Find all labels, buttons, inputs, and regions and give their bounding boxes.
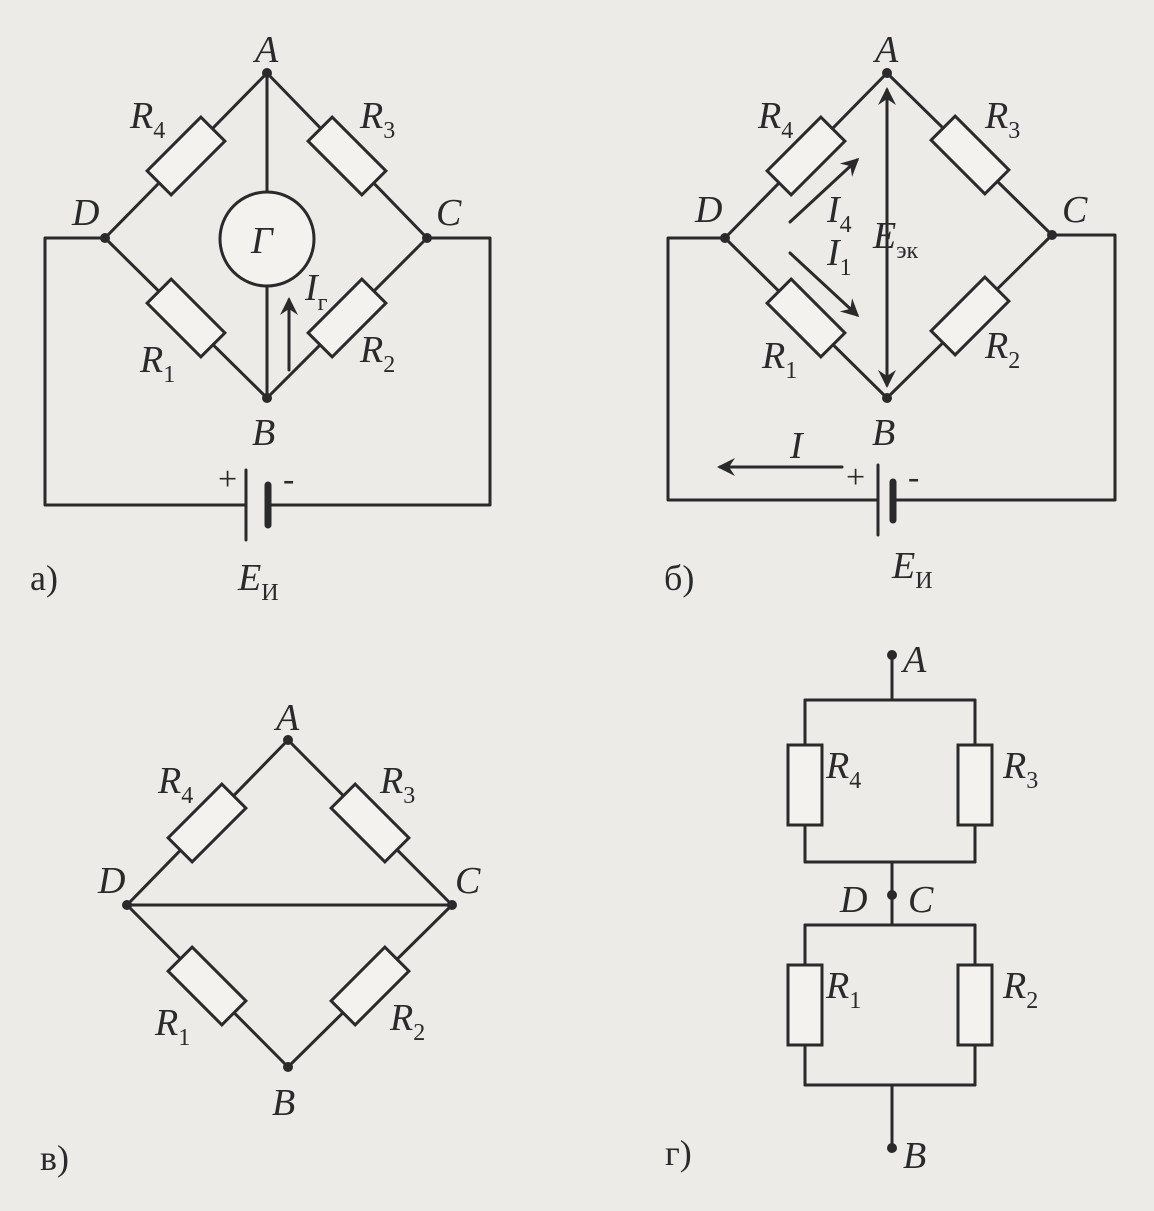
panel-v: A D C B R4 R3 R1 R2 в) [40, 697, 481, 1178]
label-r3: R3 [379, 760, 415, 809]
label-r4: R4 [825, 745, 861, 794]
label-ei: EИ [237, 557, 279, 606]
label-r2: R2 [984, 325, 1020, 374]
resistor-r4 [144, 114, 228, 198]
label-a: A [872, 29, 899, 71]
panel-a: A D C B R4 R3 R1 R2 Г Iг + - EИ а) [30, 29, 492, 606]
label-r1: R1 [139, 339, 175, 388]
caption-g: г) [665, 1133, 692, 1173]
label-galvanometer: Г [250, 220, 274, 262]
node-a [262, 68, 272, 78]
label-r1: R1 [825, 965, 861, 1014]
label-r4: R4 [129, 95, 165, 144]
label-r3: R3 [359, 95, 395, 144]
bridge-wires-g [803, 653, 977, 1150]
resistor-r3 [305, 114, 389, 198]
label-r4: R4 [157, 760, 193, 809]
label-a: A [273, 697, 300, 739]
node-c [447, 900, 457, 910]
label-c: C [455, 860, 481, 902]
resistor-r2 [956, 963, 994, 1047]
label-i4: I4 [826, 189, 852, 238]
label-c: C [1062, 189, 1088, 231]
current-arrow-i4 [788, 157, 860, 224]
current-arrow-i1 [788, 251, 860, 318]
label-a: A [900, 639, 927, 681]
label-d: D [839, 879, 867, 921]
node-a [283, 735, 293, 745]
node-b [887, 1143, 897, 1153]
bridge-wires-a [43, 71, 492, 542]
label-r2: R2 [389, 997, 425, 1046]
label-r4: R4 [757, 95, 793, 144]
label-r1: R1 [154, 1002, 190, 1051]
resistor-r1 [786, 963, 824, 1047]
label-r2: R2 [359, 329, 395, 378]
resistor-r2 [328, 944, 412, 1028]
label-c: C [436, 192, 462, 234]
label-minus: - [908, 459, 919, 496]
resistor-r3 [328, 781, 412, 865]
resistor-r2 [928, 274, 1012, 358]
node-d [100, 233, 110, 243]
label-plus: + [846, 459, 865, 496]
label-i: I [789, 425, 805, 467]
panel-b: A D C B R4 R3 R1 R2 I4 I1 Eэк I + - EИ б… [664, 29, 1117, 598]
label-eek: Eэк [872, 215, 919, 264]
label-c: C [908, 879, 934, 921]
resistor-r1 [144, 276, 228, 360]
resistor-r4 [165, 781, 249, 865]
node-c [422, 233, 432, 243]
label-a: A [252, 29, 279, 71]
label-ig: Iг [304, 267, 328, 316]
caption-v: в) [40, 1138, 69, 1178]
label-r3: R3 [984, 95, 1020, 144]
node-b [882, 393, 892, 403]
node-d [122, 900, 132, 910]
label-b: B [272, 1082, 295, 1124]
label-r3: R3 [1002, 745, 1038, 794]
node-dc [887, 890, 897, 900]
label-d: D [694, 189, 722, 231]
label-r1: R1 [761, 335, 797, 384]
label-minus: - [283, 461, 294, 498]
label-b: B [903, 1135, 926, 1177]
node-c [1047, 230, 1057, 240]
label-d: D [97, 860, 125, 902]
resistor-r1 [764, 276, 848, 360]
label-ei: EИ [891, 545, 933, 594]
node-b [283, 1062, 293, 1072]
label-b: B [252, 412, 275, 454]
node-d [720, 233, 730, 243]
node-a [882, 68, 892, 78]
resistor-r4 [764, 114, 848, 198]
resistor-r2 [305, 276, 389, 360]
label-i1: I1 [826, 232, 852, 281]
resistor-r1 [165, 944, 249, 1028]
caption-b: б) [664, 558, 694, 598]
label-d: D [71, 192, 99, 234]
node-a [887, 650, 897, 660]
galvanometer [218, 190, 316, 288]
node-b [262, 393, 272, 403]
resistor-r3 [928, 113, 1012, 197]
label-b: B [872, 412, 895, 454]
caption-a: а) [30, 558, 58, 598]
resistor-r4 [786, 743, 824, 827]
panel-g: A D C B R4 R3 R1 R2 г) [665, 639, 1038, 1177]
label-plus: + [218, 461, 237, 498]
label-r2: R2 [1002, 965, 1038, 1014]
resistor-r3 [956, 743, 994, 827]
